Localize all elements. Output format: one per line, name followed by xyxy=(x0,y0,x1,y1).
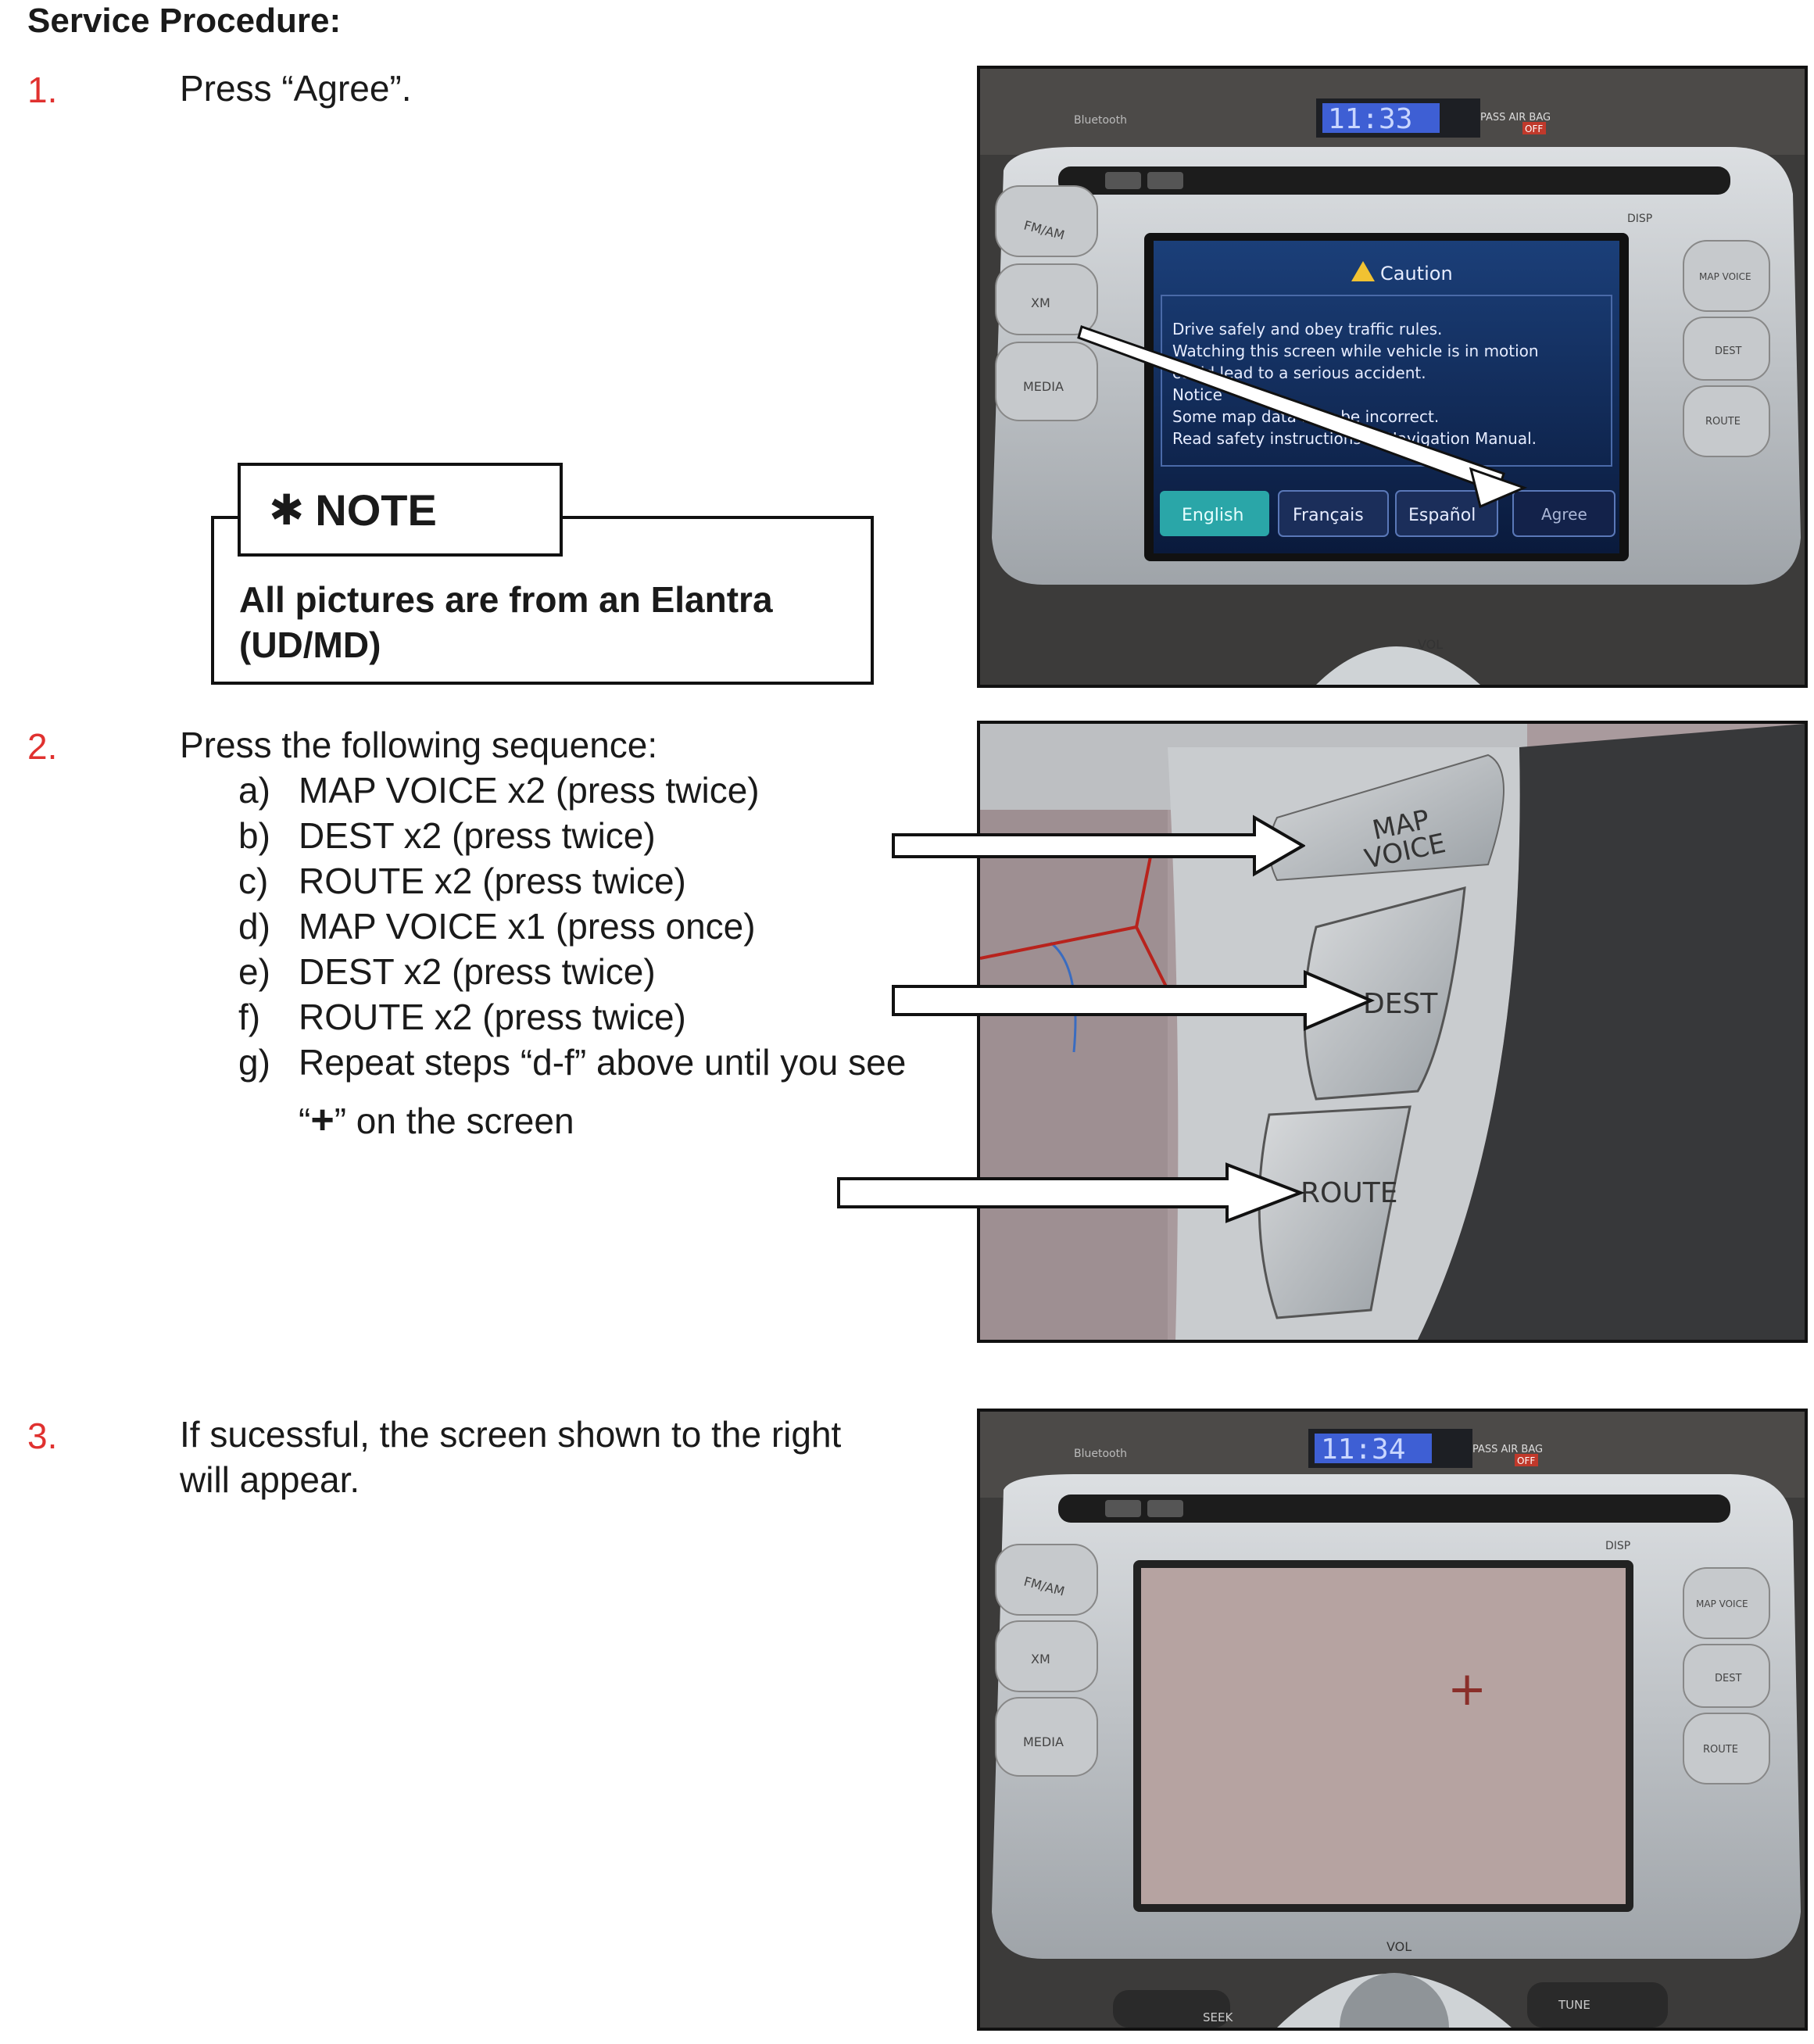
clock-text: 11:33 xyxy=(1328,103,1412,135)
step-2c-text: ROUTE x2 (press twice) xyxy=(299,861,686,901)
svg-text:TUNE: TUNE xyxy=(1558,1998,1590,2012)
svg-text:DEST: DEST xyxy=(1715,345,1741,357)
svg-text:English: English xyxy=(1182,506,1243,525)
note-title: NOTE xyxy=(315,485,437,535)
svg-text:PASS AIR BAG: PASS AIR BAG xyxy=(1472,1444,1543,1455)
calibration-screen xyxy=(1141,1568,1626,1904)
route-button xyxy=(1683,1713,1770,1784)
fm-am-button xyxy=(995,1544,1098,1616)
arrow-to-map-voice xyxy=(892,814,1305,877)
media-button xyxy=(995,342,1098,421)
svg-text:DISP: DISP xyxy=(1605,1540,1630,1552)
step-2f-text: ROUTE x2 (press twice) xyxy=(299,997,686,1037)
svg-text:Drive safely and obey traffic: Drive safely and obey traffic rules. xyxy=(1172,320,1442,338)
svg-text:Bluetooth: Bluetooth xyxy=(1074,1448,1127,1460)
svg-text:Agree: Agree xyxy=(1541,505,1587,524)
clock-text: 11:34 xyxy=(1321,1434,1405,1466)
step-3-text-line-2: will appear. xyxy=(180,1459,360,1500)
step-2c-letter: c) xyxy=(238,861,269,901)
note-tab: ✱ NOTE xyxy=(238,463,563,557)
svg-text:OFF: OFF xyxy=(1517,1455,1535,1466)
xm-button xyxy=(995,1620,1098,1692)
quote-close-text: ” on the screen xyxy=(334,1101,574,1141)
svg-text:MEDIA: MEDIA xyxy=(1023,1734,1064,1749)
note-line-1: All pictures are from an Elantra xyxy=(239,579,773,620)
step-2e-letter: e) xyxy=(238,951,270,992)
svg-text:SEEK: SEEK xyxy=(1203,2010,1233,2024)
crosshair-icon: + xyxy=(1447,1662,1487,1716)
media-button xyxy=(995,1697,1098,1777)
step-2g-text: Repeat steps “d-f” above until you see xyxy=(299,1042,907,1083)
francais-button xyxy=(1278,490,1389,537)
fm-am-button xyxy=(995,185,1098,257)
step-2e-text: DEST x2 (press twice) xyxy=(299,951,656,992)
english-button xyxy=(1160,491,1269,536)
step-2b-letter: b) xyxy=(238,815,270,856)
svg-text:PASS AIR BAG: PASS AIR BAG xyxy=(1480,112,1551,123)
step-2g-continuation: “+” on the screen xyxy=(299,1097,574,1144)
svg-text:Bluetooth: Bluetooth xyxy=(1074,114,1127,127)
svg-text:Français: Français xyxy=(1293,506,1364,525)
dest-button xyxy=(1683,1644,1770,1708)
svg-text:ROUTE: ROUTE xyxy=(1301,1177,1397,1209)
svg-text:DEST: DEST xyxy=(1363,988,1438,1020)
step-2b-text: DEST x2 (press twice) xyxy=(299,815,656,856)
svg-text:ROUTE: ROUTE xyxy=(1705,416,1741,428)
svg-text:OFF: OFF xyxy=(1525,123,1543,134)
route-button xyxy=(1683,385,1770,457)
svg-text:VOL: VOL xyxy=(1418,637,1443,652)
step-2g-letter: g) xyxy=(238,1042,270,1083)
arrow-to-route xyxy=(837,1162,1305,1223)
step-2a-text: MAP VOICE x2 (press twice) xyxy=(299,770,760,811)
svg-text:DEST: DEST xyxy=(1715,1673,1741,1684)
arrow-to-dest xyxy=(892,969,1376,1032)
photo-crosshair-screen: 11:34 PASS AIR BAG OFF Bluetooth DISP FM… xyxy=(977,1409,1808,2031)
svg-text:MAP VOICE: MAP VOICE xyxy=(1699,271,1751,282)
note-line-2: (UD/MD) xyxy=(239,625,381,665)
svg-text:DISP: DISP xyxy=(1627,213,1652,225)
asterisk-icon: ✱ xyxy=(269,486,305,534)
espanol-button xyxy=(1395,490,1498,537)
caution-title: Caution xyxy=(1380,263,1453,285)
svg-text:VOL: VOL xyxy=(1386,1939,1411,1954)
step-2a-letter: a) xyxy=(238,770,270,811)
svg-text:Español: Español xyxy=(1408,506,1476,525)
map-voice-button xyxy=(1683,1567,1770,1639)
xm-button xyxy=(995,263,1098,335)
step-2-number: 2. xyxy=(27,726,58,767)
step-2d-text: MAP VOICE x1 (press once) xyxy=(299,906,756,947)
step-1-number: 1. xyxy=(27,70,58,110)
step-3-number: 3. xyxy=(27,1416,58,1456)
svg-text:Watching this screen while veh: Watching this screen while vehicle is in… xyxy=(1172,342,1539,360)
dest-button xyxy=(1683,317,1770,381)
quote-open: “ xyxy=(299,1101,311,1141)
step-2-text: Press the following sequence: xyxy=(180,725,658,765)
svg-text:XM: XM xyxy=(1031,1652,1050,1666)
step-1-text: Press “Agree”. xyxy=(180,68,412,109)
photo-caution-screen: 11:33 PASS AIR BAG OFF Bluetooth DISP FM… xyxy=(977,66,1808,688)
svg-text:MEDIA: MEDIA xyxy=(1023,379,1064,394)
page-heading: Service Procedure: xyxy=(27,2,342,40)
svg-text:ROUTE: ROUTE xyxy=(1703,1744,1738,1756)
map-voice-button xyxy=(1683,240,1770,312)
svg-text:MAP VOICE: MAP VOICE xyxy=(1696,1598,1748,1609)
step-2f-letter: f) xyxy=(238,997,261,1037)
agree-button xyxy=(1512,490,1615,537)
step-3-text-line-1: If sucessful, the screen shown to the ri… xyxy=(180,1414,842,1455)
plus-symbol: + xyxy=(310,1097,335,1143)
svg-text:XM: XM xyxy=(1031,295,1050,310)
step-2d-letter: d) xyxy=(238,906,270,947)
